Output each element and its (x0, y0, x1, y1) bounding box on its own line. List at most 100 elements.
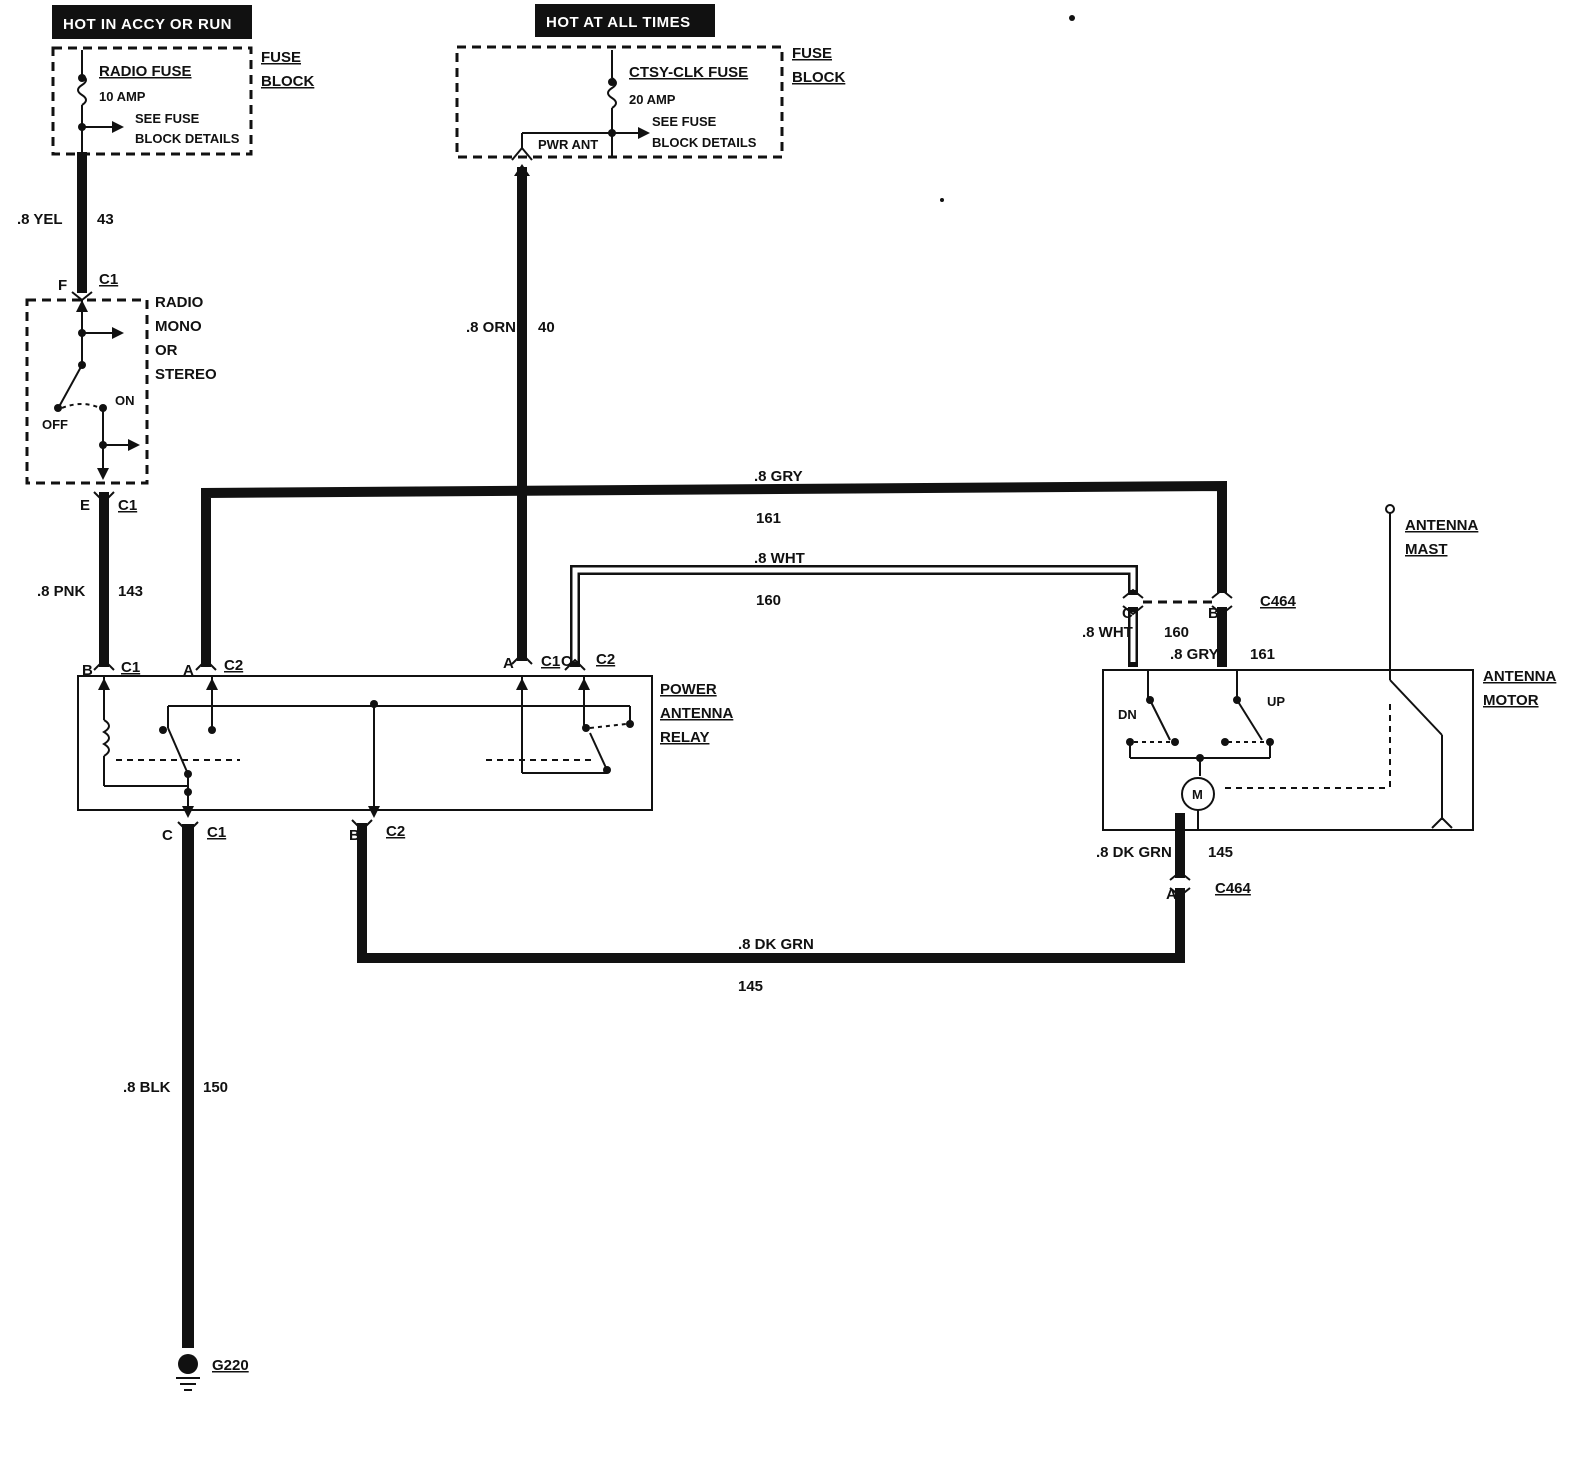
radio-fuse-label: RADIO FUSE (99, 63, 192, 80)
radio-label-1: RADIO (155, 294, 204, 311)
motor-dn-label: DN (1118, 707, 1137, 722)
wire-gry-number: 161 (756, 510, 781, 527)
wire-dkgrn-number: 145 (738, 978, 763, 995)
fuse-block-left-label-2: BLOCK (261, 73, 314, 90)
wire-gry-label: .8 GRY (754, 468, 803, 485)
conn-c2-label-relay-c: C2 (596, 651, 615, 668)
conn-c1-label-relay-a: C1 (541, 653, 560, 670)
power-antenna-relay-box (77, 675, 653, 811)
fuse-block-left (51, 46, 253, 156)
header-center-box (535, 4, 715, 37)
radio-label-3: OR (155, 342, 178, 359)
conn-c-label-relay: C (561, 653, 572, 670)
wire-wht-160 (570, 565, 1138, 667)
connector-a-c2 (195, 658, 217, 671)
wire-gry-short-number: 161 (1250, 646, 1275, 663)
conn-c1-label-radio-bottom: C1 (118, 497, 137, 514)
conn-b-label-motor: B (1208, 605, 1219, 622)
conn-c1-label-relay-bottom: C1 (207, 824, 226, 841)
conn-b-label-relay-bottom: B (349, 827, 360, 844)
motor-up-label: UP (1267, 694, 1285, 709)
ground-icon (178, 1354, 198, 1374)
ctsy-clk-fuse-rating: 20 AMP (629, 92, 676, 107)
relay-switch-blade (167, 727, 189, 775)
relay-label-1: POWER (660, 681, 717, 698)
see-fuse-center-1: SEE FUSE (652, 114, 717, 129)
connector-a-c1 (511, 652, 533, 665)
pwr-ant-label: PWR ANT (538, 137, 598, 152)
wire-yel-number: 43 (97, 211, 114, 228)
fuse-block-center-label-1: FUSE (792, 45, 832, 62)
wire-blk-number: 150 (203, 1079, 228, 1096)
motor-label-2: MOTOR (1483, 692, 1539, 709)
radio-on-label: ON (115, 393, 135, 408)
wire-pnk-label: .8 PNK (37, 583, 86, 600)
conn-c-label-motor: C (1122, 605, 1133, 622)
wire-yel-label: .8 YEL (17, 211, 63, 228)
arrow-icon (112, 327, 124, 339)
wire-blk-label: .8 BLK (123, 1079, 171, 1096)
wire-dkgrn-motor-label: .8 DK GRN (1096, 844, 1172, 861)
connector-b-c1 (93, 658, 115, 671)
connector-b-c2 (351, 819, 373, 832)
connector-c-c2 (564, 658, 586, 671)
connector-e-c1 (93, 491, 115, 504)
conn-f-label: F (58, 277, 67, 294)
conn-c464-label-top: C464 (1260, 593, 1297, 610)
motor-m-label: M (1192, 787, 1203, 802)
connector-c-c464 (1122, 588, 1144, 616)
ctsy-clk-fuse-label: CTSY-CLK FUSE (629, 64, 748, 81)
relay-label-3: RELAY (660, 729, 709, 746)
arrow-icon (638, 127, 650, 139)
conn-c2-label-relay-bottom: C2 (386, 823, 405, 840)
radio-label-2: MONO (155, 318, 202, 335)
wire-gry-short-label: .8 GRY (1170, 646, 1219, 663)
motor-label-1: ANTENNA (1483, 668, 1556, 685)
conn-c464-label-bottom: C464 (1215, 880, 1252, 897)
wire-wht-short-number: 160 (1164, 624, 1189, 641)
wire-dkgrn-label: .8 DK GRN (738, 936, 814, 953)
conn-a-label-motor: A (1166, 886, 1177, 903)
arrow-icon (76, 300, 88, 312)
wire-orn-number: 40 (538, 319, 555, 336)
wire-gry-161 (201, 480, 1227, 667)
wire-wht-number: 160 (756, 592, 781, 609)
mast-label-1: ANTENNA (1405, 517, 1478, 534)
see-fuse-center-2: BLOCK DETAILS (652, 135, 757, 150)
female-terminal-icon (511, 146, 533, 161)
conn-a-label-relay-c1: A (503, 655, 514, 672)
wire-dkgrn-motor-number: 145 (1208, 844, 1233, 861)
antenna-tip-icon (1385, 504, 1395, 514)
radio-off-label: OFF (42, 417, 68, 432)
arrow-icon (97, 468, 109, 480)
antenna-motor-box (1102, 669, 1474, 831)
fuse-block-left-label-1: FUSE (261, 49, 301, 66)
header-left: HOT IN ACCY OR RUN (63, 16, 232, 33)
relay-label-2: ANTENNA (660, 705, 733, 722)
conn-b-label-relay: B (82, 662, 93, 679)
conn-a-label-relay-c2: A (183, 662, 194, 679)
conn-c1-label-relay-b: C1 (121, 659, 140, 676)
wire-dkgrn-145 (357, 823, 1185, 963)
wire-wht-short-label: .8 WHT (1082, 624, 1133, 641)
fuse-block-center (455, 45, 784, 159)
header-left-box (52, 5, 252, 39)
mast-label-2: MAST (1405, 541, 1448, 558)
radio-label-4: STEREO (155, 366, 217, 383)
conn-c1-label-radio-top: C1 (99, 271, 118, 288)
header-center: HOT AT ALL TIMES (546, 14, 691, 31)
ground-label: G220 (212, 1357, 249, 1374)
see-fuse-left-1: SEE FUSE (135, 111, 200, 126)
fuse-left-icon (77, 74, 87, 106)
fuse-block-center-label-2: BLOCK (792, 69, 845, 86)
arrow-icon (128, 439, 140, 451)
conn-e-label: E (80, 497, 90, 514)
conn-c2-label-relay-a: C2 (224, 657, 243, 674)
arrow-icon (112, 121, 124, 133)
wire-orn-label: .8 ORN (466, 319, 516, 336)
conn-c-label-relay-bottom: C (162, 827, 173, 844)
connector-a-c464 (1169, 870, 1191, 898)
connector-c-c1 (177, 821, 199, 834)
wire-pnk-number: 143 (118, 583, 143, 600)
